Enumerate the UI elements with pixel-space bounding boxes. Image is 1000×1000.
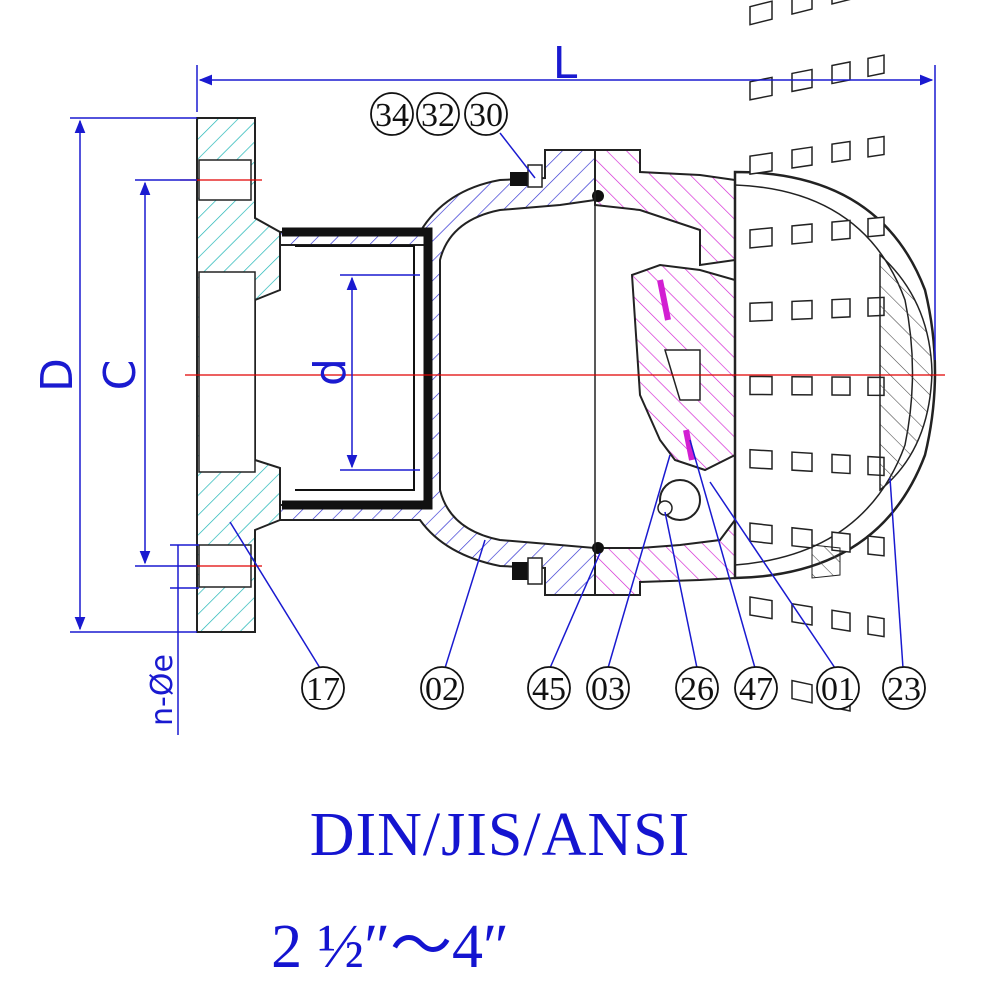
strainer-slot [791, 223, 813, 245]
callout-32: 32 [416, 92, 460, 136]
strainer-slot [831, 453, 851, 475]
svg-text:02: 02 [425, 671, 459, 708]
strainer-slot [791, 0, 813, 16]
strainer-slot [749, 522, 773, 545]
callout-01: 01 [816, 666, 860, 710]
fastener-32 [512, 557, 543, 585]
strainer-slot [867, 216, 885, 238]
callouts-bottom: 17 02 45 03 26 47 01 23 [301, 666, 926, 710]
callout-34: 34 [370, 92, 414, 136]
strainer-slot [831, 376, 851, 396]
callout-17: 17 [301, 666, 345, 710]
svg-text:17: 17 [306, 671, 340, 708]
strainer-slot [749, 0, 773, 26]
size-range-caption: 2 ½″～4″ [271, 913, 509, 981]
leader-lines [229, 132, 904, 669]
callouts-top: 34 32 30 [370, 92, 508, 136]
callout-03: 03 [586, 666, 630, 710]
callout-30: 30 [464, 92, 508, 136]
dimension-lines [70, 65, 936, 735]
strainer-slot [749, 301, 773, 323]
strainer-slot [749, 596, 773, 620]
strainer-slot [831, 609, 851, 633]
svg-text:34: 34 [375, 97, 409, 134]
callout-02: 02 [420, 666, 464, 710]
strainer-slot [831, 140, 851, 163]
callout-45: 45 [527, 666, 571, 710]
callout-23: 23 [882, 666, 926, 710]
svg-text:03: 03 [591, 671, 625, 708]
svg-text:45: 45 [532, 671, 566, 708]
fastener-30 [510, 164, 543, 188]
dim-label-L: L [553, 38, 578, 89]
strainer-slot [749, 226, 773, 249]
strainer-slot [749, 375, 773, 396]
svg-text:47: 47 [739, 671, 773, 708]
disc-26 [630, 263, 736, 521]
strainer-slot [831, 531, 851, 553]
svg-text:01: 01 [821, 671, 855, 708]
callout-26: 26 [675, 666, 719, 710]
dim-label-d: d [305, 358, 356, 386]
svg-text:30: 30 [469, 97, 503, 134]
strainer-slot [791, 376, 813, 396]
dim-label-C: C [95, 360, 146, 391]
strainer-slot [791, 679, 813, 704]
strainer-slot [831, 298, 851, 319]
strainer-slot [867, 535, 885, 557]
strainer-slot [791, 299, 813, 321]
strainer-slot [867, 54, 885, 78]
strainer-slot [791, 526, 813, 549]
svg-text:32: 32 [421, 97, 455, 134]
standard-caption: DIN/JIS/ANSI [309, 801, 691, 869]
strainer-slot [867, 615, 885, 638]
strainer-slot [791, 146, 813, 169]
strainer-slot [791, 602, 813, 626]
svg-text:26: 26 [680, 671, 714, 708]
strainer-slot [867, 135, 885, 158]
dim-label-D: D [32, 358, 83, 392]
strainer-slot [749, 152, 773, 176]
strainer-slot [831, 0, 851, 5]
callout-47: 47 [734, 666, 778, 710]
strainer-slot [749, 448, 773, 470]
strainer-basket-23 [733, 0, 937, 712]
body-02 [279, 149, 596, 596]
svg-text:23: 23 [887, 671, 921, 708]
strainer-slot [831, 219, 851, 241]
dim-label-holes: n-Øe [145, 654, 180, 726]
strainer-slot [791, 451, 813, 473]
strainer-slot [749, 76, 773, 101]
